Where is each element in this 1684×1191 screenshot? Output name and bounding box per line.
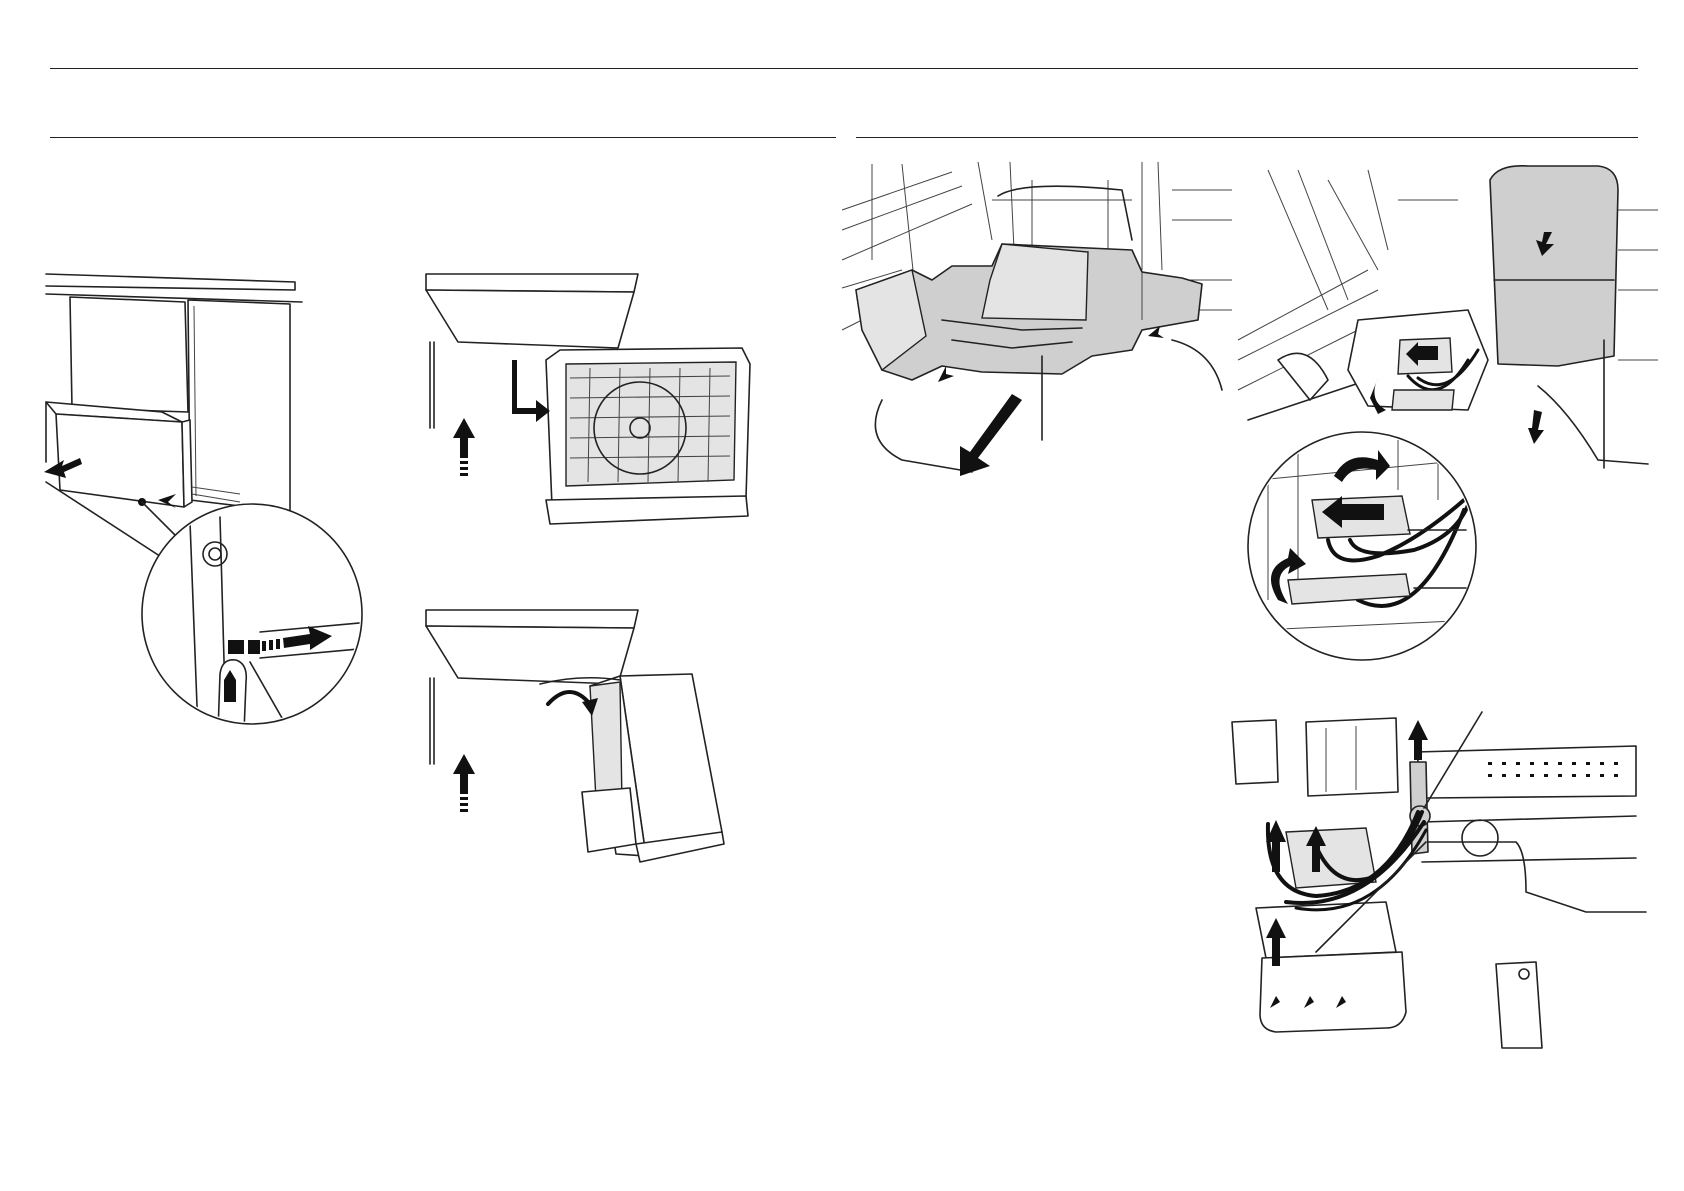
left-section-rule bbox=[50, 137, 836, 138]
figure-drawer-tilt bbox=[420, 604, 730, 864]
large-arrow-down-left-icon bbox=[960, 394, 1022, 476]
dashed-arrow-up-icon bbox=[453, 754, 475, 812]
header-rule bbox=[50, 68, 1638, 69]
figure-tub-pull-out bbox=[842, 160, 1232, 480]
figure-drawer-lift bbox=[420, 268, 760, 528]
figure-drawer-release bbox=[40, 262, 370, 732]
dashed-arrow-up-icon bbox=[453, 418, 475, 476]
arrow-down-icon bbox=[1528, 410, 1544, 444]
pointer-arrowhead-icon bbox=[938, 366, 954, 382]
figure-wiring-harness-release bbox=[1226, 712, 1646, 1048]
l-turn-arrow-icon bbox=[512, 360, 550, 422]
figure-cover-connector-detail bbox=[1238, 160, 1658, 670]
right-section-rule bbox=[856, 137, 1638, 138]
